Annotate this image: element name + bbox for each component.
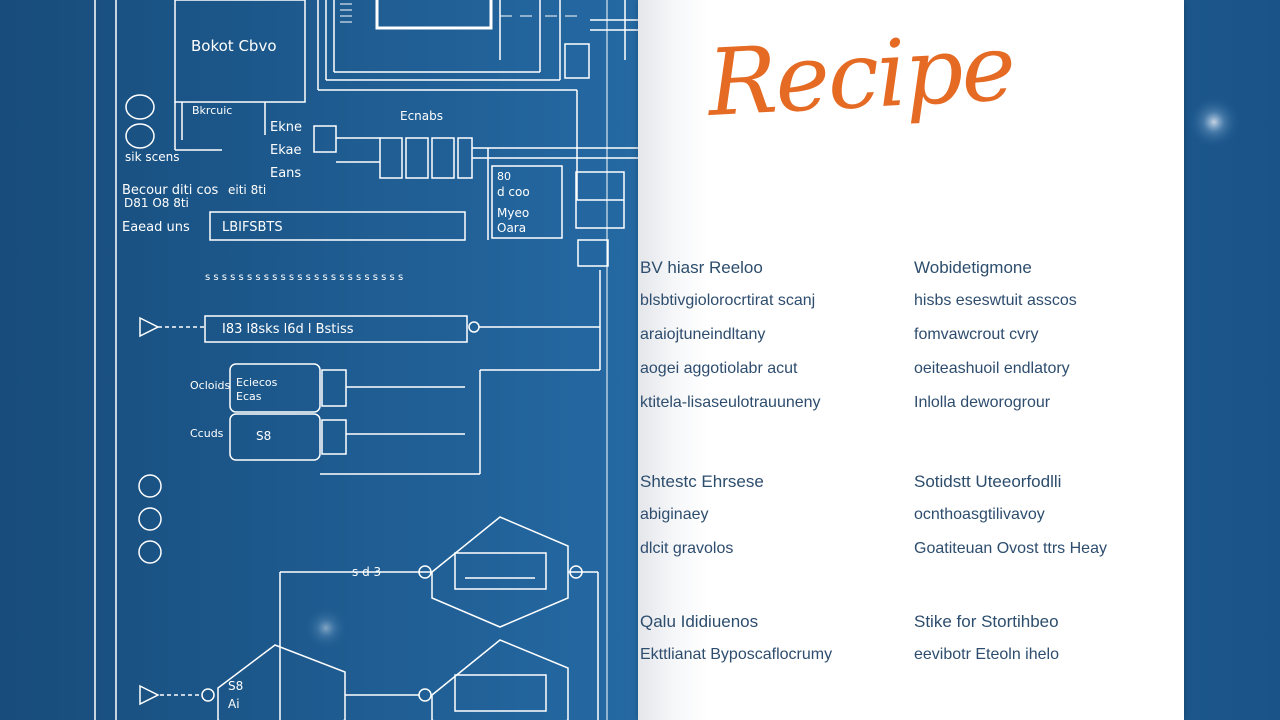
blueprint-schematic: Bokot Cbvo Bkrcuic Ekne Ekae Eans sik sc… <box>94 0 638 720</box>
blueprint-label: Ccuds <box>190 427 224 440</box>
section-heading: Sotidstt Uteeorfodlli <box>914 472 1062 491</box>
blueprint-label: Ekne <box>270 120 302 135</box>
section-line: fomvawcrout cvry <box>914 326 1039 343</box>
section-line: oeiteashuoil endlatory <box>914 360 1070 377</box>
recipe-title: Recipe <box>705 14 1017 137</box>
section-line: blsbtivgiolorocrtirat scanj <box>640 292 816 309</box>
section-line: dlcit gravolos <box>640 540 734 557</box>
recipe-section: Stike for Stortihbeo eevibotr Eteoln ihe… <box>914 612 1174 680</box>
blueprint-label: eiti 8ti <box>228 183 266 197</box>
blueprint-label: Oara <box>497 221 526 235</box>
section-line: ocnthoasgtilivavoy <box>914 506 1045 523</box>
blueprint-label: Ai <box>228 697 240 711</box>
section-line: araiojtuneindltany <box>640 326 766 343</box>
section-heading: Shtestc Ehrsese <box>640 472 764 491</box>
blueprint-label: Ocloids <box>190 379 231 392</box>
blueprint-label: Ekae <box>270 143 301 158</box>
glow-spot <box>1188 96 1240 148</box>
blueprint-label: d coo <box>497 185 530 199</box>
section-heading: Stike for Stortihbeo <box>914 612 1059 631</box>
blueprint-label: Eciecos <box>236 376 278 389</box>
recipe-section: Qalu Ididiuenos Ekttlianat Byposcaflocru… <box>640 612 900 680</box>
section-line: ktitela-lisaseulotrauuneny <box>640 394 821 411</box>
section-line: hisbs eseswtuit asscos <box>914 292 1077 309</box>
blueprint-label: I83 l8sks l6d l Bstiss <box>222 322 354 337</box>
blueprint-label: s d 3 <box>352 565 381 579</box>
blueprint-label: Myeo <box>497 206 529 220</box>
blueprint-label: Eans <box>270 166 301 181</box>
section-line: abiginaey <box>640 506 709 523</box>
recipe-section: Wobidetigmone hisbs eseswtuit asscos fom… <box>914 258 1174 428</box>
section-line: Ekttlianat Byposcaflocrumy <box>640 646 833 663</box>
section-heading: Wobidetigmone <box>914 258 1032 277</box>
blueprint-label: S8 <box>256 429 271 443</box>
blueprint-label: Ecas <box>236 390 262 403</box>
blueprint-label: Becour diti cos <box>122 183 219 198</box>
blueprint-label: Ecnabs <box>400 109 443 123</box>
blueprint-label: D81 O8 8ti <box>124 196 189 210</box>
blueprint-label: 80 <box>497 170 511 183</box>
blueprint-label: Eaead uns <box>122 220 190 235</box>
blueprint-label: sik scens <box>125 150 179 164</box>
blueprint-label: Bokot Cbvo <box>191 37 277 55</box>
section-line: Goatiteuan Ovost ttrs Heay <box>914 540 1107 557</box>
section-line: Inlolla deworogrour <box>914 394 1051 411</box>
blueprint-ruler: s s s s s s s s s s s s s s s s s s s s … <box>205 272 403 283</box>
glow-spot <box>304 606 348 650</box>
blueprint-label: S8 <box>228 679 243 693</box>
recipe-section: Sotidstt Uteeorfodlli ocnthoasgtilivavoy… <box>914 472 1174 574</box>
blueprint-label: LBIFSBTS <box>222 220 283 235</box>
section-line: eevibotr Eteoln ihelo <box>914 646 1059 663</box>
section-line: aogei aggotiolabr acut <box>640 360 798 377</box>
section-heading: BV hiasr Reeloo <box>640 258 763 277</box>
blueprint-label: Bkrcuic <box>192 104 232 117</box>
recipe-card: Recipe BV hiasr Reeloo blsbtivgiolorocrt… <box>638 0 1184 720</box>
recipe-section: Shtestc Ehrsese abiginaey dlcit gravolos <box>640 472 900 574</box>
section-heading: Qalu Ididiuenos <box>640 612 759 631</box>
recipe-section: BV hiasr Reeloo blsbtivgiolorocrtirat sc… <box>640 258 900 428</box>
